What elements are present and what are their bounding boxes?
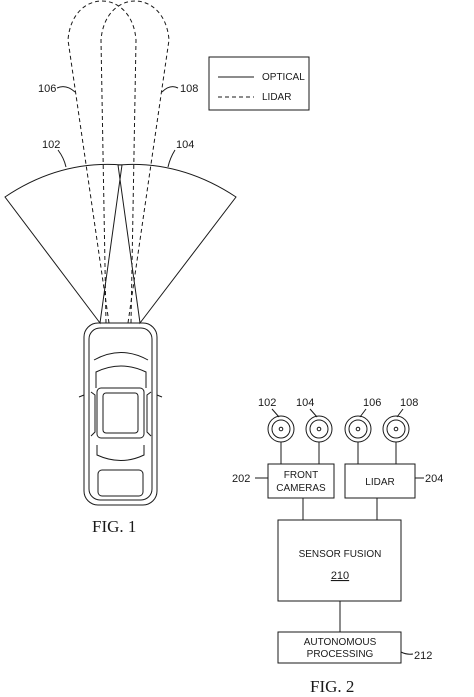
legend-optical-label: OPTICAL [262,72,305,83]
vehicle-rear-window [96,445,145,461]
lidar-box-label: LIDAR [365,477,394,488]
leader-104 [167,149,176,168]
autonomous-ref: 212 [414,650,432,662]
front-cameras-line1: FRONT [284,470,318,481]
vehicle-body-inner [88,327,153,501]
vehicle-cabin [96,387,145,439]
vehicle-right-mirror [156,394,163,398]
sensor-ref-106: 106 [363,397,381,409]
vehicle-windshield [95,365,147,388]
optical-fov-104 [117,163,237,325]
sensor-106 [344,415,372,443]
sensor-fusion-box [277,519,402,602]
leader-108 [161,86,179,93]
front-cameras-line2: CAMERAS [276,483,326,494]
lidar-box [344,463,416,499]
leader-106 [56,86,76,93]
fig2: 102 104 106 108 [232,397,443,696]
vehicle-left-mirror [78,394,85,398]
sensor-102 [267,415,295,443]
ref-102: 102 [42,139,60,151]
lidar-beam-108 [100,0,170,324]
sensor-ref-108: 108 [400,397,418,409]
ref-104: 104 [176,139,194,151]
autonomous-line2: PROCESSING [307,649,374,660]
front-cameras-ref: 202 [232,473,250,485]
vehicle-left-window [90,391,96,437]
vehicle-cabin-inner [102,392,139,434]
autonomous-line1: AUTONOMOUS [304,637,377,648]
vehicle-body [83,322,158,506]
autonomous-processing-box [277,631,402,664]
vehicle-right-window [146,391,152,437]
ref-108: 108 [180,83,198,95]
sensor-fusion-label: SENSOR FUSION [299,549,382,560]
vehicle [78,322,163,506]
vehicle-trunk [97,469,144,497]
ref-106: 106 [38,83,56,95]
optical-fov-102 [4,163,123,325]
sensor-104 [305,415,333,443]
leader-sensor-102 [271,408,280,418]
lidar-box-ref: 204 [425,473,443,485]
fig1: 106 108 102 104 OPTICAL LIDAR FIG. [4,0,310,536]
front-cameras-box [267,463,335,499]
sensor-ref-102: 102 [258,397,276,409]
sensor-ref-104: 104 [296,397,314,409]
fig1-caption: FIG. 1 [92,517,136,536]
leader-212 [400,651,414,655]
leader-sensor-104 [309,408,318,418]
legend-box [208,56,310,111]
sensor-108 [382,415,410,443]
fig2-caption: FIG. 2 [310,677,354,696]
legend-lidar-label: LIDAR [262,92,291,103]
lidar-beam-106 [67,0,137,324]
vehicle-hood-line [93,352,149,361]
leader-102 [57,149,67,168]
leader-sensor-106 [359,408,367,418]
sensor-fusion-ref: 210 [331,570,349,582]
